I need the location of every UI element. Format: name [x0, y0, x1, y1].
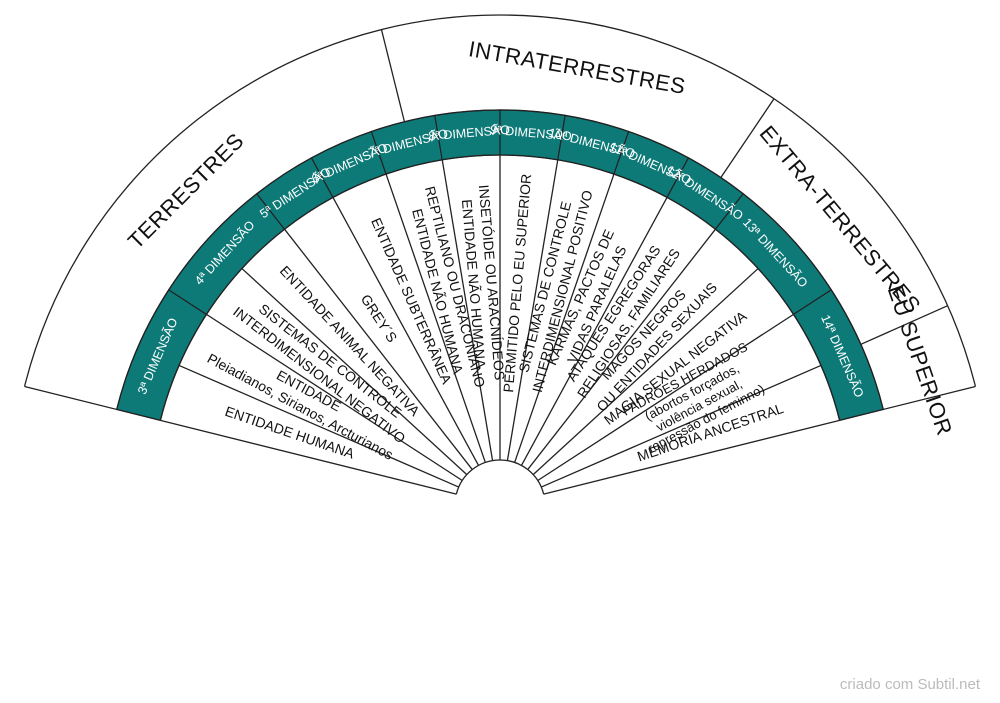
group-divider [380, 29, 406, 122]
entity-divider [206, 313, 463, 482]
entity-divider [541, 364, 822, 488]
group-divider [860, 305, 948, 345]
outer-group-label: INTRATERRESTRES [467, 36, 688, 99]
fan-edge [839, 385, 976, 421]
entity-label-group: GREY´S [358, 291, 401, 345]
entity-divider [506, 159, 559, 461]
ring-outer-arc [116, 109, 884, 410]
outer-arc [23, 14, 977, 387]
entity-label: GREY´S [358, 291, 401, 345]
entity-divider [537, 313, 794, 482]
dimension-label: 8ª DIMENSÃO [428, 123, 511, 144]
entity-divider [532, 268, 759, 476]
entity-divider [520, 197, 668, 466]
dimension-label: 9ª DIMENSÃO [490, 123, 573, 144]
entity-divider [332, 197, 480, 466]
entity-divider [514, 173, 615, 463]
entity-divider [178, 364, 459, 488]
entity-divider [385, 173, 486, 463]
chart-structure-lines [23, 14, 977, 495]
entity-divider [441, 159, 494, 461]
entity-divider [284, 228, 473, 470]
inner-arc [455, 459, 545, 495]
entity-divider [241, 268, 468, 476]
group-divider [720, 98, 775, 178]
entity-divider [543, 419, 840, 495]
entity-divider [527, 228, 716, 470]
entity-divider [160, 419, 457, 495]
credit-text: criado com Subtil.net [839, 676, 980, 693]
fan-edge [24, 385, 161, 421]
